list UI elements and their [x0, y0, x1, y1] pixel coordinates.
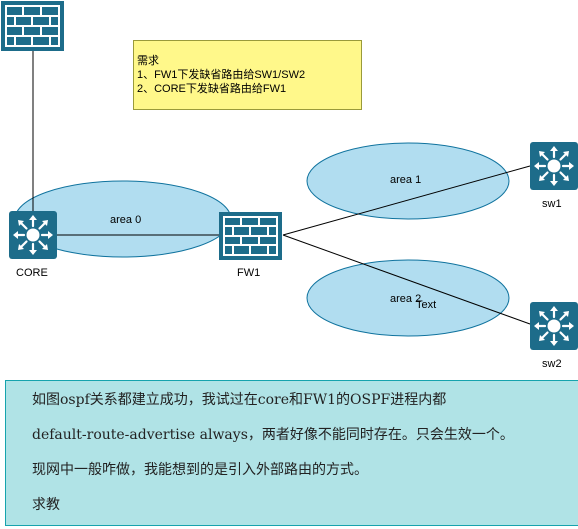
l3-switch-icon[interactable]: [528, 300, 578, 352]
area-2-label: area 2: [390, 293, 422, 305]
area-1-label: area 1: [390, 174, 422, 186]
area-2-ellipse: [306, 259, 510, 337]
sw1-label: sw1: [542, 198, 562, 210]
question-line-2: default-route-advertise always，两者好像不能同时存…: [32, 427, 514, 443]
requirement-note: 需求 1、FW1下发缺省路由给SW1/SW2 2、CORE下发缺省路由给FW1: [133, 40, 362, 110]
stray-text-label: Text: [416, 299, 437, 311]
area-0-label: area 0: [110, 214, 142, 226]
link-fw1-sw1: [282, 165, 531, 236]
link-fw1-sw2: [282, 234, 531, 325]
question-line-1: 如图ospf关系都建立成功，我试过在core和FW1的OSPF进程内都: [32, 392, 447, 408]
firewall-icon[interactable]: [219, 212, 282, 260]
area-1-ellipse: [306, 142, 510, 220]
question-line-4: 求教: [32, 497, 60, 513]
question-line-3: 现网中一般咋做，我能想到的是引入外部路由的方式。: [32, 462, 368, 478]
core-label: CORE: [16, 267, 48, 279]
l3-switch-icon[interactable]: [7, 209, 59, 261]
firewall-icon[interactable]: [1, 1, 64, 51]
note-line-1: 1、FW1下发缺省路由给SW1/SW2: [137, 69, 306, 81]
l3-switch-icon[interactable]: [528, 140, 578, 192]
question-box: 如图ospf关系都建立成功，我试过在core和FW1的OSPF进程内都 defa…: [5, 380, 578, 526]
fw1-label: FW1: [237, 267, 261, 279]
note-line-2: 2、CORE下发缺省路由给FW1: [137, 83, 287, 95]
sw2-label: sw2: [542, 358, 562, 370]
note-title: 需求: [137, 55, 159, 67]
